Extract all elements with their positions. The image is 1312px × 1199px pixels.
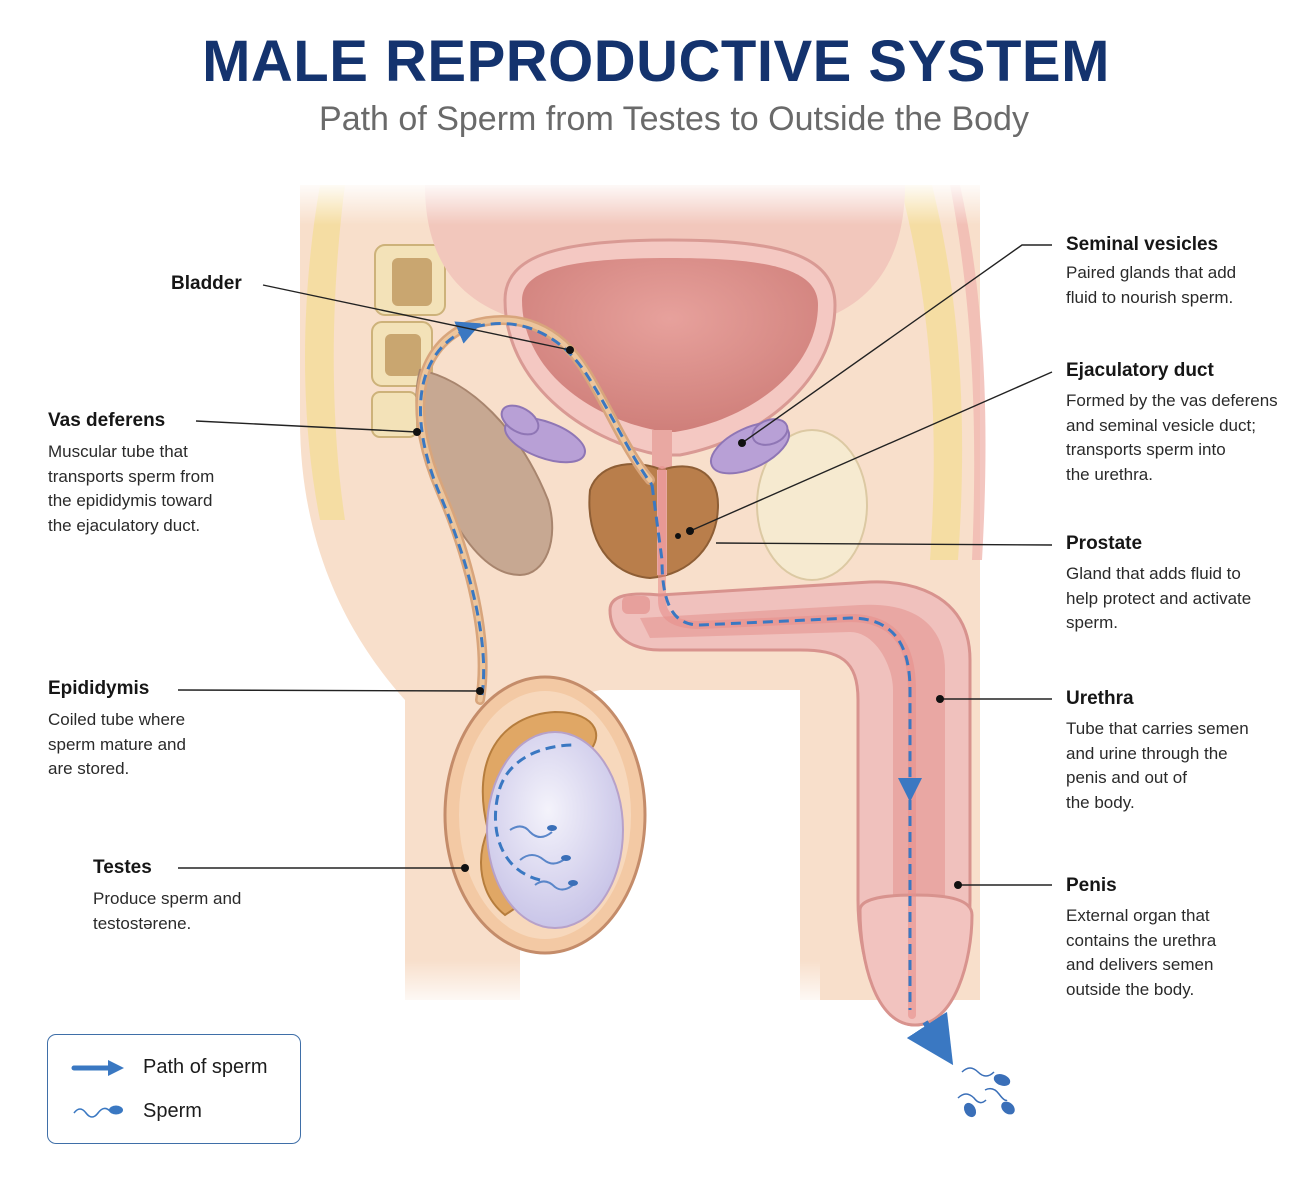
desc-line: the urethra. (1066, 464, 1153, 484)
desc-ejaculatory-duct: Formed by the vas deferens and seminal v… (1066, 389, 1278, 487)
desc-line: Tube that carries semen (1066, 719, 1249, 738)
sperm-icon (73, 1105, 123, 1118)
seminal-vesicles (500, 404, 790, 475)
desc-line: help protect and activate (1066, 588, 1252, 608)
released-sperm (957, 1067, 1015, 1118)
desc-line: Gland that adds fluid to (1066, 564, 1241, 583)
desc-line: Paired glands that add (1066, 263, 1237, 282)
urethra (658, 466, 916, 1019)
diagram-subtitle: Path of Sperm from Testes to Outside the… (319, 100, 1029, 138)
label-urethra: Urethra (1066, 688, 1134, 709)
desc-line: are stored. (48, 759, 130, 778)
desc-line: penis and out of (1066, 768, 1187, 787)
label-ejaculatory-duct: Ejaculatory duct (1066, 360, 1214, 381)
label-testes: Testes (93, 857, 152, 878)
legend: Path of sperm Sperm (47, 1034, 301, 1144)
desc-testes: Produce sperm and testostərene. (93, 887, 241, 936)
label-penis: Penis (1066, 875, 1117, 896)
desc-line: Produce sperm and (93, 889, 242, 908)
desc-line: and delivers semen (1066, 955, 1214, 974)
desc-seminal-vesicles: Paired glands that add fluid to nourish … (1066, 261, 1236, 310)
desc-line: the ejaculatory duct. (48, 515, 201, 535)
pubic-bone (756, 429, 868, 581)
label-prostate: Prostate (1066, 533, 1143, 554)
desc-line: sperm mature and (48, 734, 186, 754)
sacrum (371, 244, 446, 438)
desc-line: External organ that (1066, 906, 1210, 925)
legend-sperm-label: Sperm (143, 1100, 202, 1122)
testis (486, 731, 624, 929)
desc-line: and seminal vesicle duct; (1066, 415, 1256, 435)
desc-vas-deferens: Muscular tube that transports sperm from… (48, 440, 214, 538)
desc-line: the epididymis toward (48, 491, 213, 510)
desc-line: sperm. (1066, 613, 1118, 632)
diagram-title: MALE REPRODUCTIVE SYSTEM (202, 29, 1110, 94)
label-bladder: Bladder (171, 273, 242, 294)
desc-line: the body. (1066, 792, 1135, 812)
desc-urethra: Tube that carries semen and urine throug… (1066, 717, 1249, 815)
desc-line: Coiled tube where (48, 710, 186, 729)
desc-line: Muscular tube that (48, 442, 188, 461)
desc-line: transports sperm from (48, 466, 215, 486)
desc-line: fluid to nourish sperm. (1066, 287, 1234, 307)
path-arrow-icon (71, 1060, 124, 1076)
penis (608, 580, 974, 1027)
sperm-path (418, 321, 954, 1066)
desc-line: testostərene. (93, 913, 192, 933)
desc-line: contains the urethra (1066, 930, 1217, 950)
label-vas-deferens: Vas deferens (48, 410, 166, 431)
desc-line: and urine through the (1066, 743, 1228, 763)
leader-dots (413, 346, 962, 889)
leader-lines (177, 244, 1053, 886)
desc-line: Formed by the vas deferens (1066, 391, 1278, 410)
desc-line: outside the body. (1066, 979, 1195, 999)
label-epididymis: Epididymis (48, 678, 150, 699)
desc-penis: External organ that contains the urethra… (1066, 904, 1216, 1002)
legend-path-label: Path of sperm (143, 1056, 268, 1078)
label-seminal-vesicles: Seminal vesicles (1066, 234, 1219, 255)
desc-prostate: Gland that adds fluid to help protect an… (1066, 562, 1251, 636)
desc-epididymis: Coiled tube where sperm mature and are s… (48, 708, 186, 782)
desc-line: transports sperm into (1066, 440, 1226, 459)
